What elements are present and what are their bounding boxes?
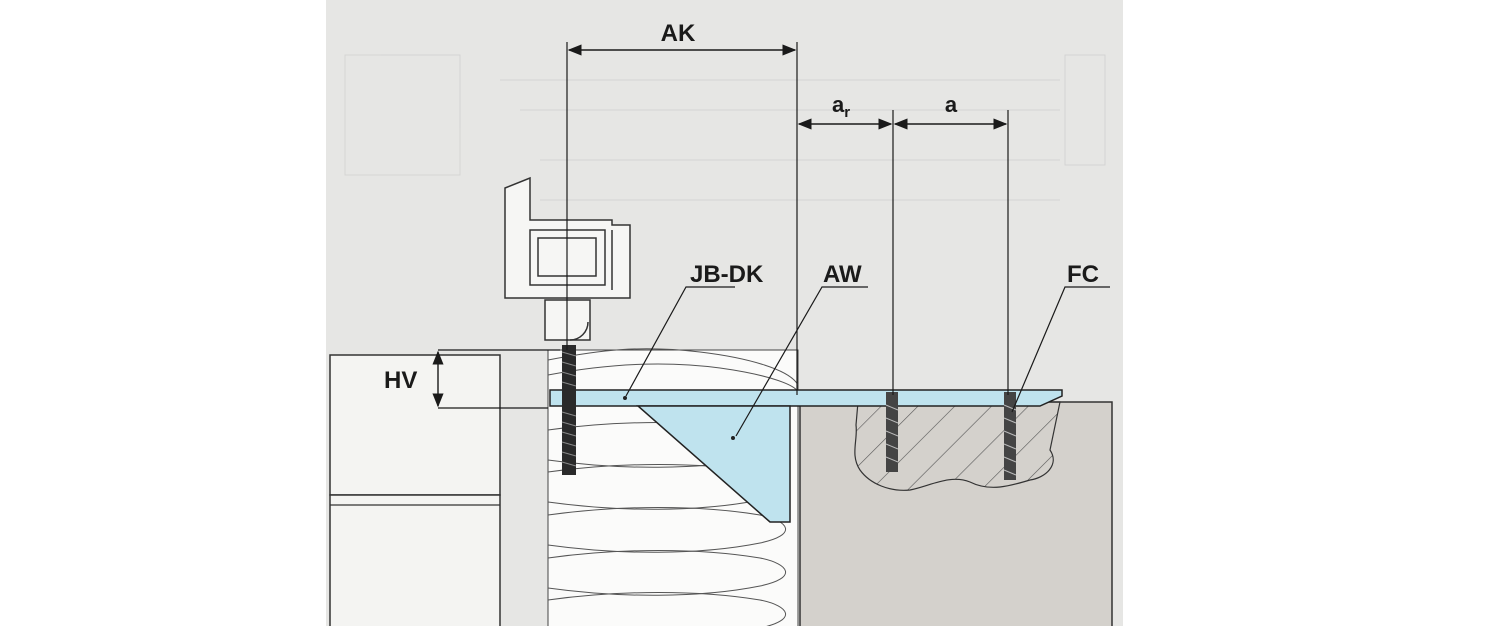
anchor-screw [1003, 392, 1017, 480]
label-ar: ar [832, 92, 850, 121]
background-ghost-marks [344, 54, 1106, 201]
anchor-screw [885, 392, 899, 472]
label-ak: AK [661, 20, 696, 47]
label-fc: FC [1067, 261, 1099, 288]
threaded-rod [561, 345, 577, 475]
label-jb-dk: JB-DK [690, 261, 764, 288]
label-hv: HV [384, 367, 417, 394]
leader-lines [625, 286, 1110, 437]
label-aw: AW [823, 261, 862, 288]
facade-panel [329, 354, 501, 626]
bracket-jb-dk [549, 389, 1063, 523]
extension-lines [438, 42, 1009, 409]
label-a: a [945, 92, 958, 117]
concrete-wall [799, 401, 1113, 626]
